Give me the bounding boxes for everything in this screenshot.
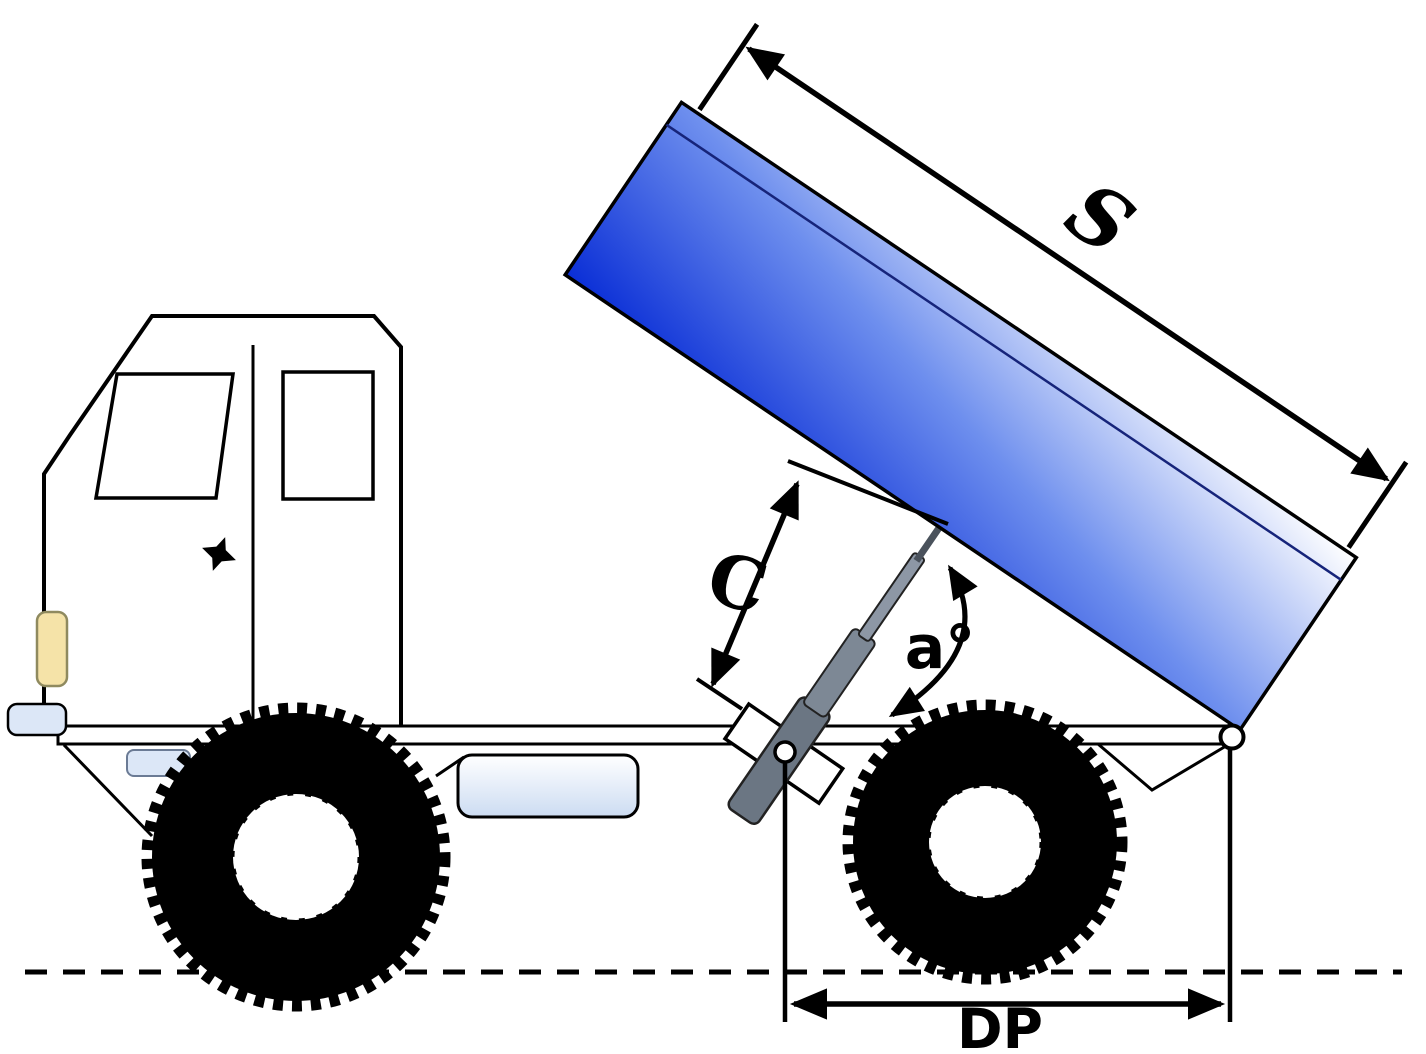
rear-wheel-hub bbox=[929, 786, 1041, 898]
front-wheel-hub bbox=[233, 794, 359, 920]
dimension-c-extension-bottom bbox=[695, 677, 744, 711]
fuel-tank bbox=[456, 753, 640, 819]
dimension-s-tick-right bbox=[1346, 460, 1409, 549]
door-window bbox=[281, 370, 375, 501]
front-tire-tread bbox=[141, 702, 451, 1012]
dimension-c-label: C bbox=[699, 534, 776, 631]
tipper-bed: S bbox=[562, 22, 1409, 733]
door-handle-star-icon bbox=[202, 537, 236, 571]
cab bbox=[35, 314, 403, 729]
dimension-dp: DP bbox=[782, 749, 1233, 1054]
cylinder-pivot bbox=[773, 740, 797, 764]
front-suspension-link bbox=[62, 743, 154, 838]
angle-arc-arrow bbox=[888, 564, 978, 718]
rear-tire-tread bbox=[842, 699, 1128, 985]
dimension-s-label: S bbox=[1050, 163, 1150, 273]
dimension-dp-label: DP bbox=[957, 997, 1043, 1054]
windshield bbox=[93, 372, 236, 500]
front-bumper bbox=[6, 702, 68, 737]
dimension-s-tick-left bbox=[697, 22, 760, 112]
front-wheel bbox=[141, 702, 451, 1012]
rear-frame-brace bbox=[1097, 742, 1227, 792]
front-hub-rim bbox=[231, 792, 361, 922]
bed-pivot-point bbox=[1218, 723, 1246, 751]
dimension-c-arrow bbox=[710, 480, 800, 688]
rear-wheel bbox=[842, 699, 1128, 985]
dimension-s-arrow bbox=[745, 46, 1390, 482]
rear-hub-rim bbox=[927, 784, 1043, 900]
dimension-c-extension-top bbox=[787, 459, 949, 526]
angle-label: a° bbox=[905, 613, 976, 683]
angle-dimension: a° bbox=[888, 564, 978, 718]
side-marker-light bbox=[35, 610, 69, 688]
